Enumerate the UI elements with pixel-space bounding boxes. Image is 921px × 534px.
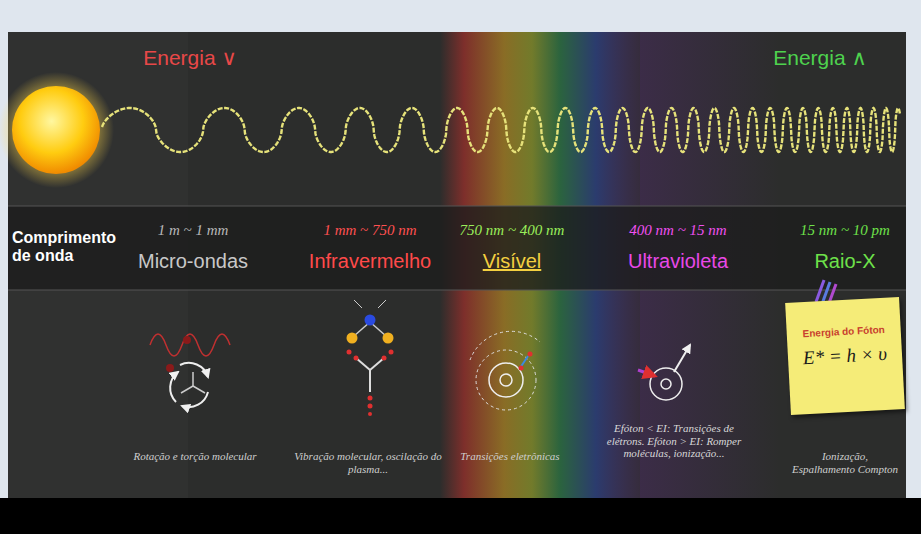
energy-high: Energia ∧ (750, 46, 890, 70)
wavelength-range: 750 nm ~ 400 nm (427, 222, 597, 239)
energy-low: Energia ∨ (120, 46, 260, 70)
band-name: Visível (452, 250, 572, 273)
band-name: Raio-X (790, 250, 900, 273)
ir-vibration-icon (347, 300, 394, 416)
wavelength-range: 15 nm ~ 10 pm (785, 222, 905, 239)
wavelength-range: 1 mm ~ 750 nm (290, 222, 450, 239)
wave (102, 108, 900, 152)
wavelength-range: 1 m ~ 1 mm (118, 222, 268, 239)
microwave-rotation-icon (150, 334, 230, 407)
sticky-note: Energia do Fóton E* = h × υ (785, 297, 905, 415)
effect-caption: Efóton < EI: Transições de elétrons. Efó… (594, 422, 754, 460)
uv-ionization-icon (638, 345, 690, 400)
electron-transition-icon (470, 331, 540, 410)
chalkboard (8, 32, 906, 498)
row-heading: Comprimento de onda (12, 229, 130, 266)
wavelength-band (8, 206, 906, 290)
bottom-bar (0, 498, 921, 534)
band-name: Ultravioleta (598, 250, 758, 273)
band-edge (8, 206, 906, 207)
wave-line (102, 108, 900, 152)
effect-caption: Transições eletrônicas (435, 450, 585, 463)
sun-glow (0, 72, 114, 188)
energy-formula: E* = h × υ (793, 342, 896, 369)
effect-caption: Ionização, Espalhamento Compton (790, 450, 900, 475)
effect-caption: Vibração molecular, oscilação do plasma.… (293, 450, 443, 475)
band-name: Infravermelho (290, 250, 450, 273)
band-name: Micro-ondas (118, 250, 268, 273)
band-edge (8, 290, 906, 291)
wavelength-range: 400 nm ~ 15 nm (598, 222, 758, 239)
sun (12, 86, 100, 174)
effect-caption: Rotação e torção molecular (130, 450, 260, 463)
note-heading: Energia do Fóton (792, 323, 894, 339)
